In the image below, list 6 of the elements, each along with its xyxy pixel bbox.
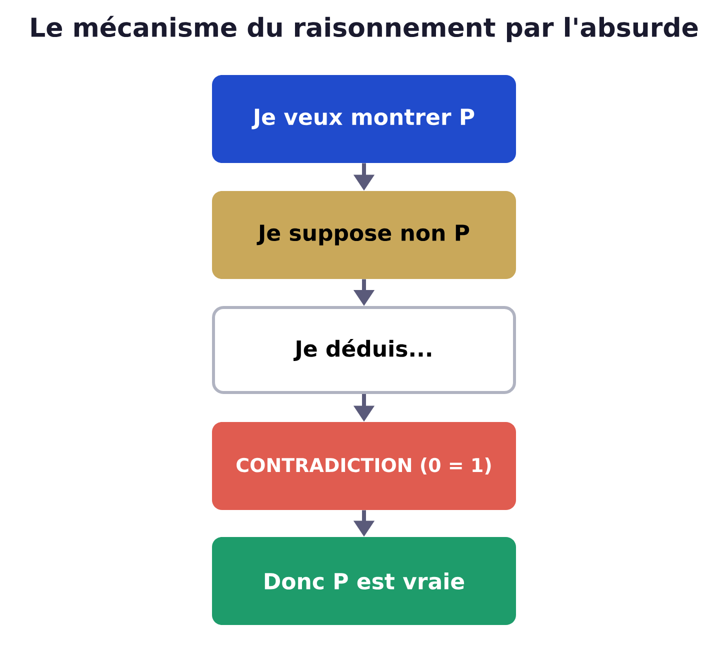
process-box: CONTRADICTION (0 = 1) [212, 422, 516, 510]
process-box: Donc P est vraie [212, 537, 516, 625]
title: Le mécanisme du raisonnement par l'absurde [31, 16, 698, 42]
process-box: Je suppose non P [212, 191, 516, 279]
process-box: Je déduis... [212, 306, 516, 394]
process-box: Je veux montrer P [212, 75, 516, 163]
